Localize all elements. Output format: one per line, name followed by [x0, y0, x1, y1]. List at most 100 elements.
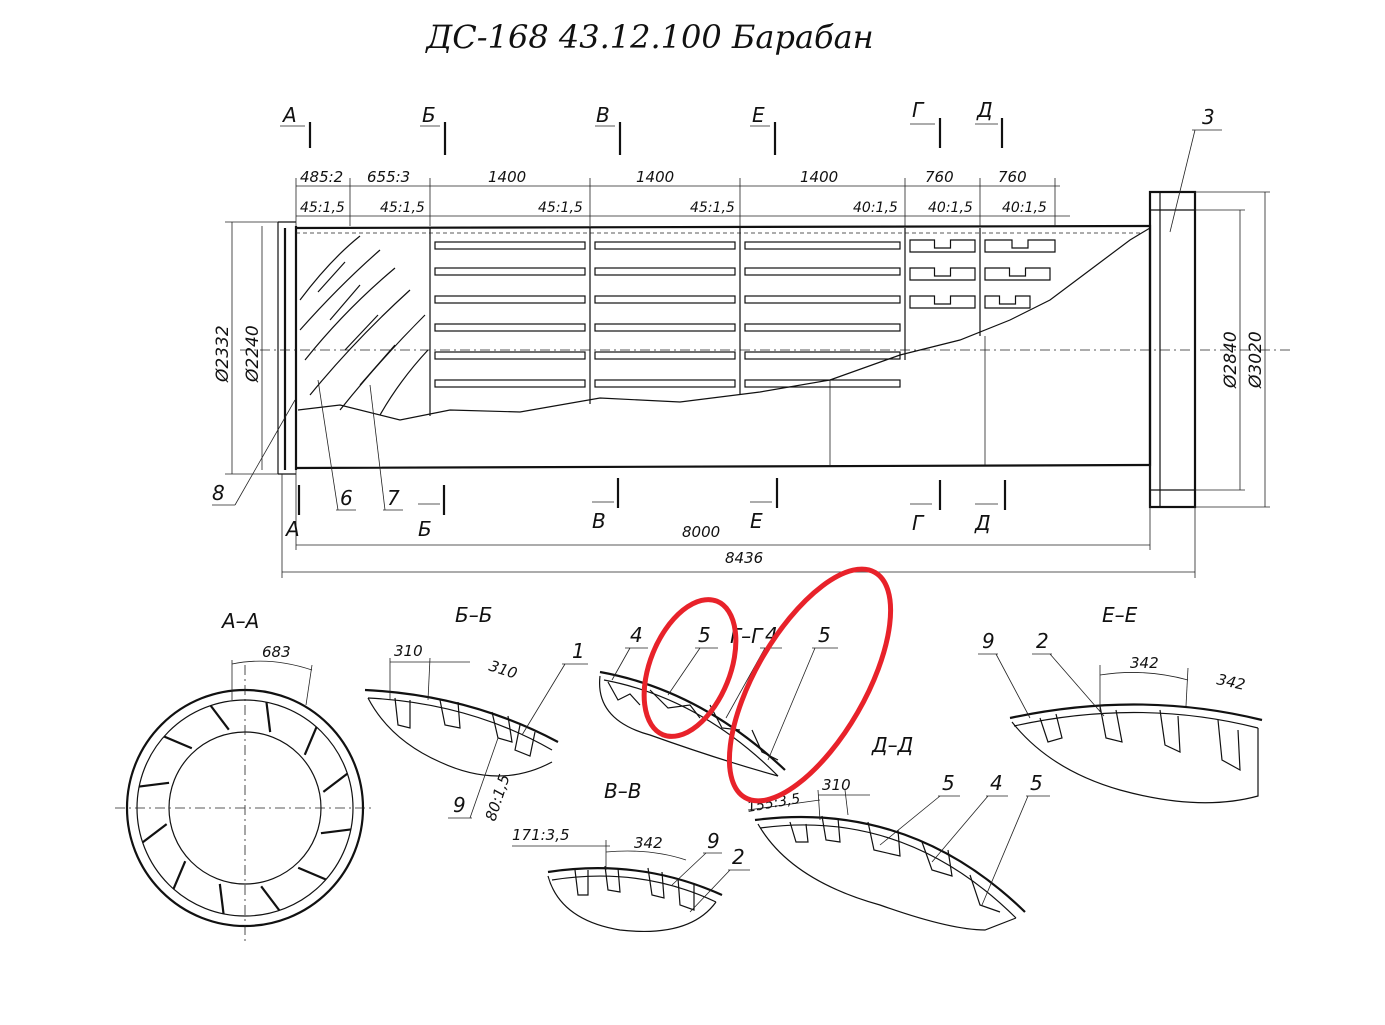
mark-d-top: Д [976, 98, 993, 122]
section-e-e: Е–Е 342 342 9 2 [978, 603, 1263, 804]
blade-bar [594, 267, 736, 276]
end-blade [909, 295, 976, 309]
end-blade [984, 239, 1056, 253]
mark-a-bottom: А [284, 517, 300, 541]
dimension-lines [225, 178, 1270, 578]
end-blade [984, 295, 1031, 309]
section-g-g-callout-4a: 4 [630, 623, 643, 647]
section-d-d: Д–Д 155:3,5 310 5 4 5 [746, 733, 1050, 931]
dim-1400-a: 1400 [488, 168, 526, 186]
mark-v-bottom: В [592, 509, 606, 533]
highlight-ellipse-1 [641, 597, 739, 739]
section-v-v-callout-9: 9 [707, 829, 720, 853]
blade-bar [594, 295, 736, 304]
aa-blade [209, 704, 230, 731]
end-blade [909, 267, 976, 281]
diameter-2240: Ø2240 [243, 325, 263, 383]
section-b-b-dim3: 80:1,5 [482, 772, 514, 823]
section-b-b-callout-1: 1 [572, 639, 585, 663]
blade-bar [434, 267, 586, 276]
section-v-v-callout-2: 2 [732, 845, 745, 869]
end-blades [909, 239, 1056, 309]
blade-bar [744, 379, 901, 388]
section-g-g-callout-5a: 5 [698, 623, 711, 647]
mark-b-bottom: Б [418, 517, 432, 541]
diameter-2332: Ø2332 [213, 325, 233, 383]
blade-bar [744, 241, 901, 250]
aa-blade [303, 726, 318, 756]
section-d-d-callout-4: 4 [990, 771, 1003, 795]
top-dimension-labels: 485:2 655:3 1400 1400 1400 760 760 45:1,… [300, 168, 1047, 216]
dim-760-b: 760 [998, 168, 1027, 186]
callout-7: 7 [387, 486, 400, 510]
blade-bar [744, 351, 901, 360]
blade-bar [744, 323, 901, 332]
blade-bar [744, 267, 901, 276]
mark-d-bottom: Д [974, 511, 991, 535]
mark-g-bottom: Г [912, 511, 925, 535]
callout-8: 8 [212, 481, 225, 505]
highlight-ellipse-2 [726, 566, 894, 804]
dim-40-c: 40:1,5 [1002, 200, 1047, 216]
diameter-3020: Ø3020 [1246, 331, 1266, 389]
blade-bar [594, 379, 736, 388]
mark-b-top: Б [422, 103, 436, 127]
cutaway-edge [297, 227, 1151, 421]
dim-655: 655:3 [367, 168, 410, 186]
section-b-b-dim1: 310 [394, 642, 423, 660]
section-d-d-title: Д–Д [871, 733, 913, 757]
aa-blade [141, 823, 168, 844]
diameter-labels: Ø2332 Ø2240 Ø2840 Ø3020 8000 8436 [213, 325, 1266, 567]
section-v-v-dim1: 171:3,5 [512, 826, 570, 844]
dim-45-a: 45:1,5 [300, 200, 345, 216]
blade-bar [594, 351, 736, 360]
aa-blade [320, 828, 351, 835]
main-callouts: 3 6 7 8 [212, 105, 1222, 511]
mark-v-top: В [596, 103, 610, 127]
blade-bar [594, 323, 736, 332]
blade-bar [434, 351, 586, 360]
diameter-2840: Ø2840 [1221, 331, 1241, 389]
dim-1400-c: 1400 [800, 168, 838, 186]
blade-bar [434, 323, 586, 332]
blade-bar [434, 379, 586, 388]
blade-bar [594, 241, 736, 250]
dim-45-d: 45:1,5 [690, 200, 735, 216]
section-b-b: Б–Б 310 310 1 9 80:1,5 [364, 603, 588, 823]
straight-blades [434, 241, 901, 388]
dim-40-a: 40:1,5 [853, 200, 898, 216]
section-b-b-title: Б–Б [455, 603, 492, 627]
inclined-blades [299, 235, 429, 416]
mark-e-bottom: Е [750, 509, 763, 533]
section-g-g: Г–Г 4 5 4 5 [599, 623, 838, 777]
aa-blade [260, 885, 281, 912]
section-e-e-dim1: 342 [1130, 654, 1159, 672]
section-e-e-title: Е–Е [1102, 603, 1138, 627]
section-v-v: В–В 171:3,5 342 9 2 [512, 779, 750, 933]
section-e-e-callout-9: 9 [982, 629, 995, 653]
section-e-e-dim2: 342 [1215, 670, 1247, 694]
outlet-flange [1148, 190, 1197, 509]
drawing-title: ДС-168 43.12.100 Барабан [426, 18, 874, 56]
blade-bar [434, 241, 586, 250]
blade-bar [744, 295, 901, 304]
section-a-a-dim: 683 [262, 643, 291, 661]
dim-45-c: 45:1,5 [538, 200, 583, 216]
mark-e-top: Е [752, 103, 765, 127]
blade-bar [434, 295, 586, 304]
dim-8436: 8436 [725, 549, 763, 567]
section-d-d-dim1: 155:3,5 [746, 791, 802, 816]
section-g-g-callout-5b: 5 [818, 623, 831, 647]
red-highlights [641, 566, 894, 804]
aa-blade [218, 883, 225, 914]
dim-485: 485:2 [300, 168, 343, 186]
section-d-d-dim2: 310 [822, 776, 851, 794]
aa-blade [172, 860, 187, 890]
callout-6: 6 [340, 486, 353, 510]
aa-blade [297, 866, 327, 881]
dim-40-b: 40:1,5 [928, 200, 973, 216]
section-e-e-callout-2: 2 [1036, 629, 1049, 653]
section-b-b-dim2: 310 [487, 657, 520, 683]
